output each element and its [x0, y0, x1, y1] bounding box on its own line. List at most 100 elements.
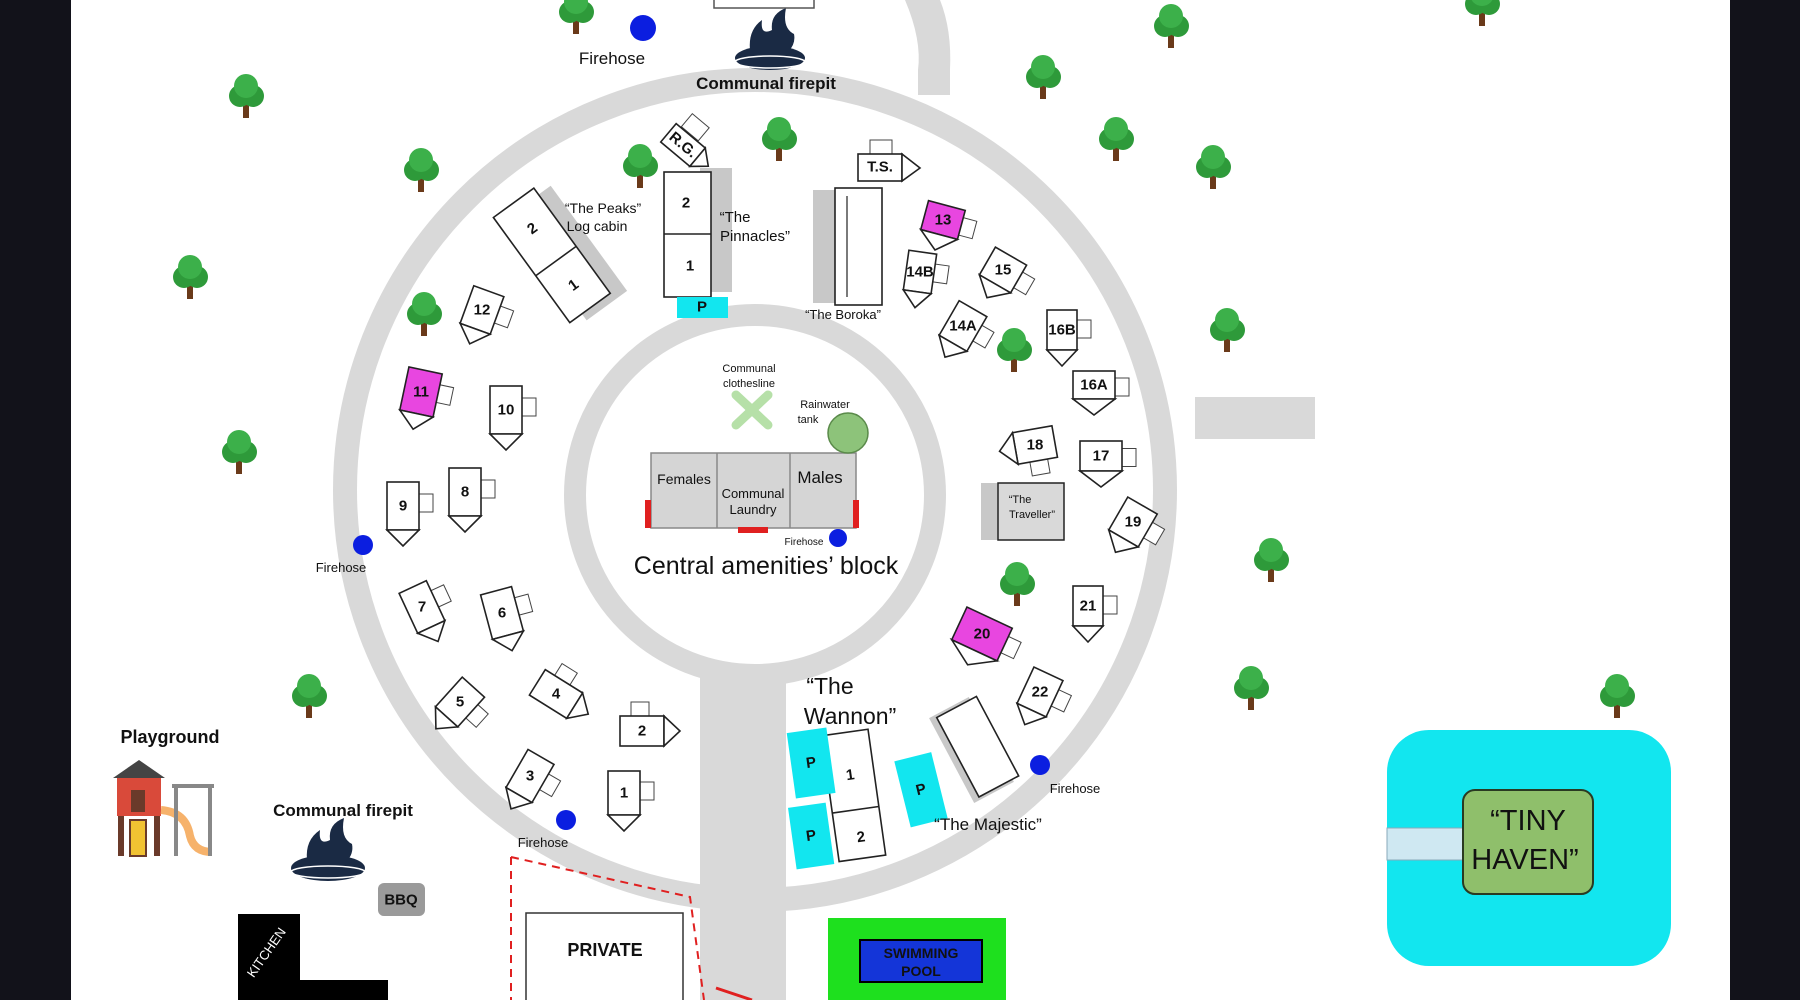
- north-road: [905, 0, 951, 95]
- camp-site: 5: [434, 675, 489, 730]
- parking-wannon-2-label: P: [805, 827, 817, 845]
- swimming-label-line1: SWIMMING: [884, 945, 959, 961]
- camp-site-number: 18: [1027, 437, 1044, 454]
- camp-site: 2: [619, 701, 682, 748]
- firehose-label-central: Firehose: [785, 537, 824, 548]
- firepit-icon-north: [734, 8, 806, 70]
- majestic-label: “The Majestic”: [934, 815, 1042, 834]
- pinnacles-label-line2: Pinnacles”: [720, 228, 790, 245]
- camp-site-number: 12: [474, 302, 491, 319]
- traveller-label-line1: “The: [1009, 494, 1032, 506]
- camp-site: 16A: [1070, 370, 1130, 417]
- firehose-label-west: Firehose: [316, 560, 367, 575]
- camp-site-number: 7: [418, 599, 426, 616]
- laundry-label-line1: Communal: [722, 486, 785, 501]
- tree-icon: [229, 74, 264, 118]
- wannon-cabin-number-2: 2: [856, 828, 867, 846]
- camp-site-number: 14B: [906, 264, 934, 281]
- entrance-road: [700, 675, 786, 1000]
- communal-firepit-label-south: Communal firepit: [273, 801, 413, 820]
- camp-site: 11: [397, 365, 455, 431]
- firehose-marker-north: [630, 15, 656, 41]
- tree-icon: [407, 292, 442, 336]
- camp-site-number: 15: [995, 262, 1012, 279]
- camp-site: 14A: [937, 299, 995, 359]
- camp-site-number: 13: [935, 212, 952, 229]
- tree-icon: [623, 144, 658, 188]
- tree-icon: [1465, 0, 1500, 26]
- camp-site-number: 5: [456, 694, 464, 711]
- camp-site: 18: [998, 424, 1059, 477]
- rainwater-tank: [827, 412, 869, 454]
- camp-site-number: 20: [974, 626, 991, 643]
- camp-site-number: 21: [1080, 598, 1097, 615]
- peaks-label-line1: “The Peaks”: [565, 200, 642, 216]
- tree-icon: [1154, 4, 1189, 48]
- north-structure: [713, 0, 815, 9]
- camp-site-number: 6: [498, 605, 506, 622]
- site-rg: R.G.: [659, 112, 710, 168]
- camp-site-number: 14A: [949, 318, 977, 335]
- wannon-label-line1: “The: [806, 673, 853, 699]
- camp-site: 6: [479, 585, 534, 652]
- camp-site-number: 19: [1125, 514, 1142, 531]
- communal-firepit-label-north: Communal firepit: [696, 74, 836, 93]
- tree-icon: [1026, 55, 1061, 99]
- camp-site: 1: [606, 770, 655, 833]
- trees: [173, 0, 1635, 718]
- traveller-label-line2: Traveller”: [1009, 509, 1055, 521]
- camp-site: 10: [488, 385, 537, 452]
- roads: [333, 0, 1315, 1000]
- tree-icon: [222, 430, 257, 474]
- tree-icon: [762, 117, 797, 161]
- site-ts: T.S.: [857, 139, 922, 183]
- tree-icon: [404, 148, 439, 192]
- playground-icon: [113, 760, 214, 857]
- tree-icon: [1196, 145, 1231, 189]
- kitchen-building: KITCHEN: [238, 914, 388, 1000]
- firehose-marker-southwest: [556, 810, 576, 830]
- camp-site-number: 9: [399, 498, 407, 515]
- east-road: [1195, 397, 1315, 439]
- camp-site: 13: [918, 199, 978, 251]
- cabin-the-traveller: “The Traveller”: [981, 482, 1065, 541]
- private-label: PRIVATE: [567, 940, 642, 960]
- rainwater-label-line1: Rainwater: [800, 399, 850, 411]
- camp-site-number: 8: [461, 484, 469, 501]
- bbq-label: BBQ: [384, 892, 418, 909]
- camp-site-number: 1: [620, 785, 628, 802]
- pinnacles-cabin-number-1: 1: [686, 258, 694, 275]
- parking-majestic: [894, 752, 948, 828]
- map-title: Central amenities’ block: [634, 552, 899, 580]
- tree-icon: [1099, 117, 1134, 161]
- firehose-marker-west: [353, 535, 373, 555]
- boroka-label: “The Boroka”: [805, 307, 881, 322]
- amenities-building: [650, 452, 857, 529]
- camp-site: 14B: [901, 249, 950, 309]
- camp-site-number: 3: [526, 768, 534, 785]
- camp-site: 21: [1071, 585, 1118, 644]
- cabin-the-wannon: 1 2 P P: [786, 727, 887, 870]
- camp-site: 20: [949, 606, 1022, 666]
- gate-icon: [715, 986, 753, 1000]
- camp-site-number: 10: [498, 402, 515, 419]
- firehose-label-southwest: Firehose: [518, 835, 569, 850]
- camp-site-number: 17: [1093, 448, 1110, 465]
- tiny-haven-deck: [1386, 827, 1464, 861]
- tree-icon: [1234, 666, 1269, 710]
- clothesline-icon: [731, 390, 773, 430]
- tiny-haven-label-line1: “TINY: [1490, 805, 1566, 837]
- camp-site-number: 22: [1032, 684, 1049, 701]
- wannon-label-line2: Wannon”: [804, 703, 896, 729]
- tree-icon: [1000, 562, 1035, 606]
- playground-label: Playground: [120, 727, 219, 747]
- tree-icon: [559, 0, 594, 34]
- firehose-label-north: Firehose: [579, 49, 645, 68]
- swimming-label-line2: POOL: [901, 963, 941, 979]
- swimming-pool: [859, 939, 983, 983]
- laundry-label-line2: Laundry: [730, 502, 777, 517]
- parking-majestic-label: P: [914, 780, 928, 799]
- camp-site: 8: [447, 467, 496, 534]
- parking-pinnacles-label: P: [697, 299, 707, 316]
- rainwater-label-line2: tank: [798, 414, 819, 426]
